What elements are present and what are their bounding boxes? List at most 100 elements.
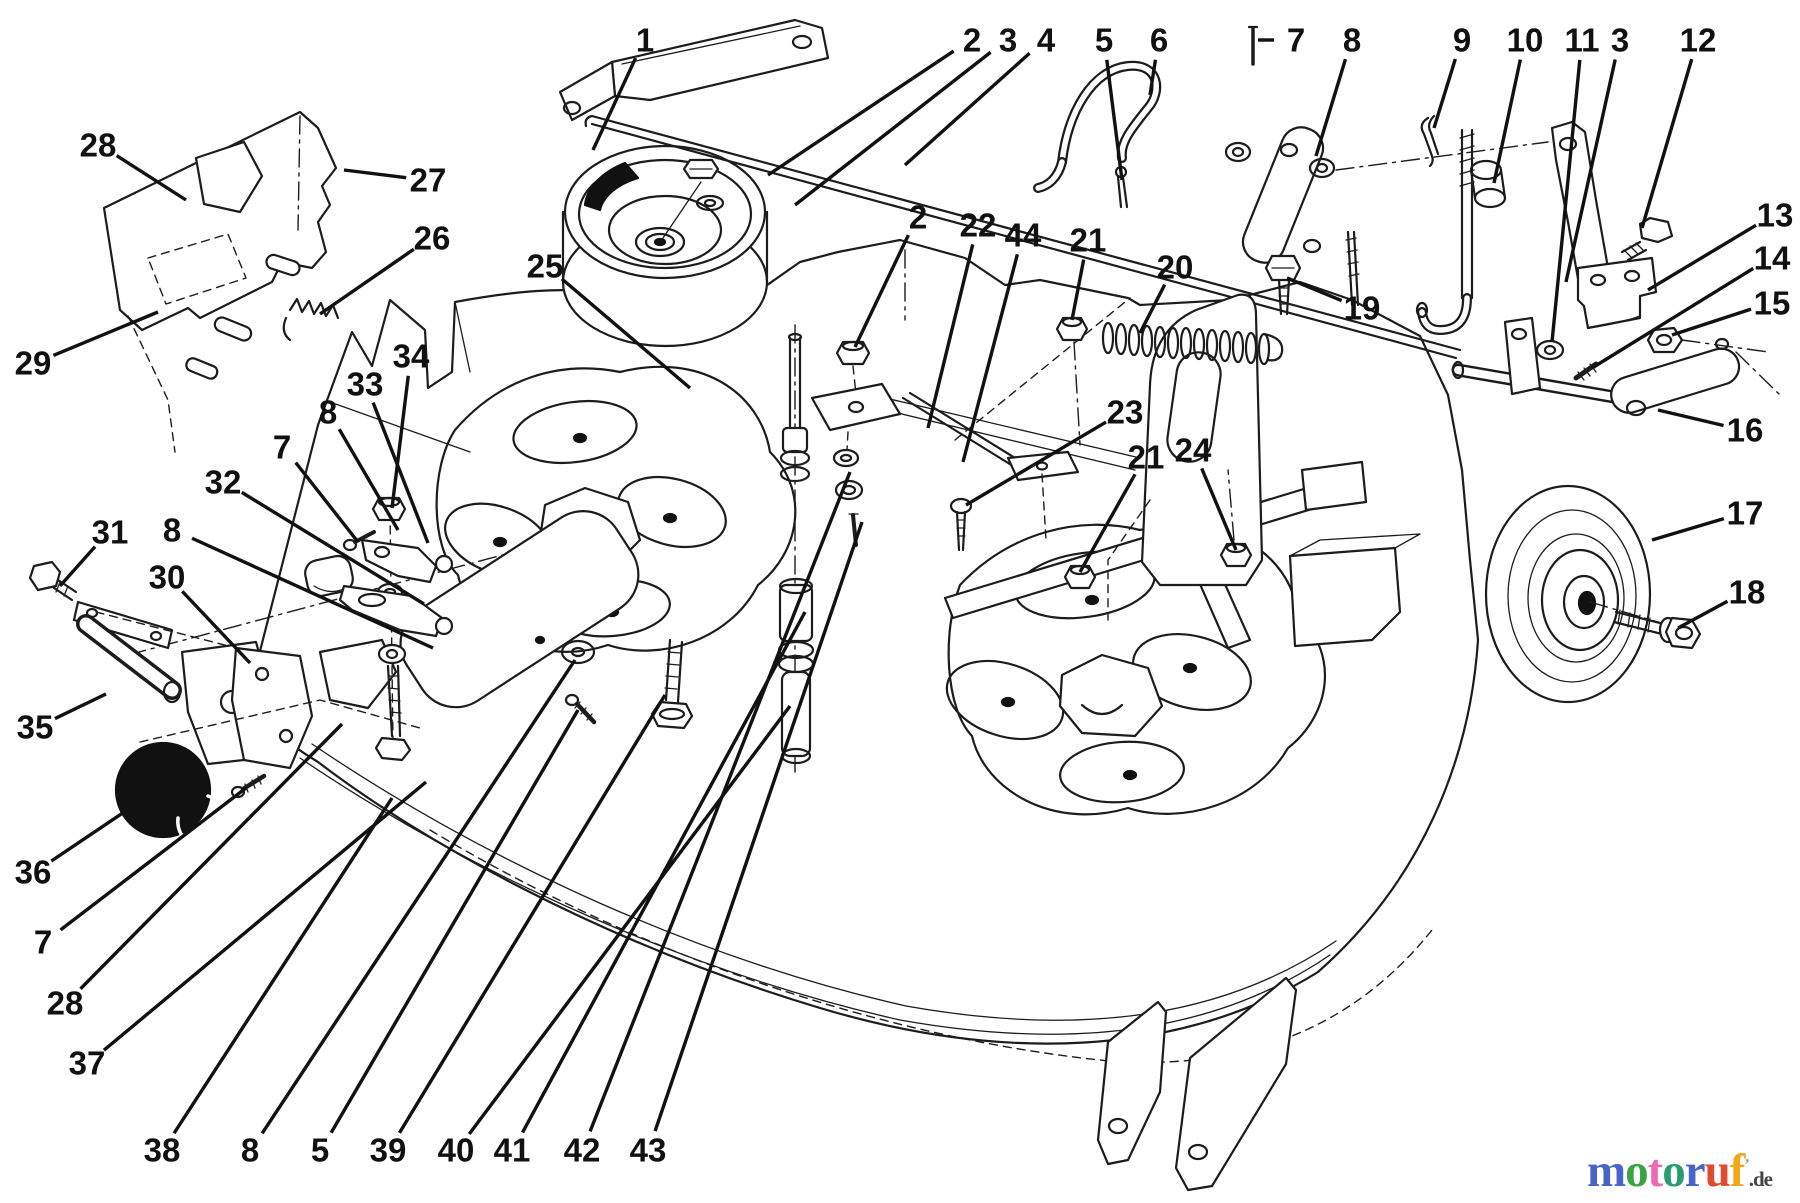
callout-label-16: 16 bbox=[1727, 412, 1764, 449]
logo-letter: m bbox=[1586, 1145, 1626, 1197]
motoruf-logo-letters: motoruf bbox=[1586, 1145, 1745, 1197]
leader-line-27 bbox=[343, 168, 407, 180]
leader-line-2 bbox=[767, 49, 955, 177]
callout-label-36: 36 bbox=[15, 854, 52, 891]
idler-pulley bbox=[561, 144, 769, 348]
tension-spring bbox=[1101, 321, 1284, 366]
s-link bbox=[1033, 60, 1162, 193]
leader-line-41 bbox=[521, 611, 807, 1134]
callout-label-3: 3 bbox=[1611, 22, 1629, 59]
callout-label-31: 31 bbox=[92, 514, 129, 551]
callout-label-9: 9 bbox=[1453, 22, 1471, 59]
leader-line-34 bbox=[390, 375, 410, 509]
leader-line-29 bbox=[52, 310, 159, 358]
idler-arm bbox=[558, 18, 830, 122]
hairpin bbox=[1247, 25, 1259, 66]
cover-plate bbox=[399, 510, 640, 709]
callout-label-8: 8 bbox=[319, 394, 337, 431]
leader-line-40 bbox=[467, 704, 792, 1136]
callout-label-20: 20 bbox=[1157, 249, 1194, 286]
callout-label-39: 39 bbox=[370, 1132, 407, 1169]
callout-label-8: 8 bbox=[1343, 22, 1361, 59]
callout-label-29: 29 bbox=[15, 345, 52, 382]
leader-line-8 bbox=[1314, 58, 1348, 157]
callout-label-14: 14 bbox=[1754, 240, 1791, 277]
leader-line-8 bbox=[337, 428, 400, 531]
leader-line-22 bbox=[926, 244, 975, 429]
callout-label-25: 25 bbox=[527, 248, 564, 285]
cotter-pin-right bbox=[1420, 114, 1440, 168]
leader-line-7 bbox=[294, 461, 360, 544]
callout-label-28: 28 bbox=[80, 127, 117, 164]
axle-cluster bbox=[1451, 316, 1781, 417]
callout-label-11: 11 bbox=[1565, 22, 1600, 59]
leader-line-38 bbox=[172, 797, 394, 1135]
logo-letter: r bbox=[1684, 1145, 1706, 1197]
leader-line-43 bbox=[653, 521, 864, 1132]
leader-line-42 bbox=[588, 471, 852, 1133]
leader-line-21 bbox=[1078, 473, 1137, 573]
callout-label-6: 6 bbox=[1150, 22, 1168, 59]
callout-label-34: 34 bbox=[393, 338, 430, 375]
leader-line-28 bbox=[115, 154, 187, 202]
leader-line-30 bbox=[181, 590, 252, 665]
leader-line-18 bbox=[1677, 599, 1729, 630]
lift-rod bbox=[584, 114, 1462, 360]
gauge-wheel-right bbox=[1484, 484, 1686, 704]
callout-label-13: 13 bbox=[1757, 197, 1794, 234]
callout-label-23: 23 bbox=[1107, 394, 1144, 431]
callout-label-2: 2 bbox=[963, 22, 981, 59]
leader-line-39 bbox=[397, 694, 667, 1134]
leader-line-5 bbox=[329, 709, 580, 1134]
leader-line-16 bbox=[1657, 408, 1724, 428]
callout-label-3: 3 bbox=[999, 22, 1017, 59]
leader-line-33 bbox=[371, 401, 430, 544]
carriage-bolt-23 bbox=[949, 497, 973, 552]
left-hanger-cluster bbox=[28, 554, 421, 849]
wheel-bolt bbox=[1612, 609, 1702, 650]
callout-label-26: 26 bbox=[414, 220, 451, 257]
leader-line-17 bbox=[1651, 516, 1725, 542]
leader-line-19 bbox=[1286, 276, 1343, 303]
logo-letter: u bbox=[1704, 1145, 1731, 1197]
lock-nut-21a bbox=[1055, 316, 1089, 446]
leader-line-44 bbox=[961, 253, 1020, 463]
callout-label-42: 42 bbox=[564, 1132, 601, 1169]
callout-label-32: 32 bbox=[205, 464, 242, 501]
leader-line-28 bbox=[79, 722, 344, 991]
motoruf-logo-tick: ’ bbox=[1744, 1156, 1749, 1174]
z-bracket bbox=[1576, 256, 1658, 330]
logo-letter: o bbox=[1662, 1145, 1685, 1197]
callout-label-7: 7 bbox=[34, 924, 52, 961]
leader-line-4 bbox=[903, 52, 1031, 167]
shoulder-bolt bbox=[1620, 216, 1674, 262]
leader-line-36 bbox=[50, 798, 143, 863]
callout-label-24: 24 bbox=[1175, 432, 1212, 469]
leader-line-24 bbox=[1200, 467, 1238, 551]
leader-line-2 bbox=[853, 234, 910, 348]
leader-line-26 bbox=[319, 247, 415, 316]
callout-label-22: 22 bbox=[960, 207, 997, 244]
callout-label-2: 2 bbox=[909, 199, 927, 236]
callout-label-28: 28 bbox=[47, 985, 84, 1022]
callout-label-43: 43 bbox=[630, 1132, 667, 1169]
motoruf-logo-suffix: .de bbox=[1748, 1167, 1773, 1191]
leader-line-21 bbox=[1070, 259, 1086, 321]
link-plate bbox=[1224, 126, 1549, 307]
callout-label-40: 40 bbox=[438, 1132, 475, 1169]
callout-label-5: 5 bbox=[311, 1132, 329, 1169]
callout-label-4: 4 bbox=[1037, 22, 1056, 59]
callout-label-35: 35 bbox=[17, 709, 54, 746]
callout-label-21: 21 bbox=[1070, 222, 1107, 259]
leader-line-6 bbox=[1148, 59, 1158, 96]
blade-plates bbox=[1096, 976, 1298, 1192]
leader-line-32 bbox=[240, 490, 425, 606]
callout-label-37: 37 bbox=[69, 1045, 106, 1082]
callout-label-21: 21 bbox=[1128, 439, 1165, 476]
motoruf-logo: motoruf’.de bbox=[1586, 1145, 1773, 1197]
callout-label-33: 33 bbox=[347, 366, 384, 403]
callout-label-18: 18 bbox=[1729, 574, 1766, 611]
leader-line-10 bbox=[1492, 59, 1523, 184]
callout-label-10: 10 bbox=[1507, 22, 1544, 59]
